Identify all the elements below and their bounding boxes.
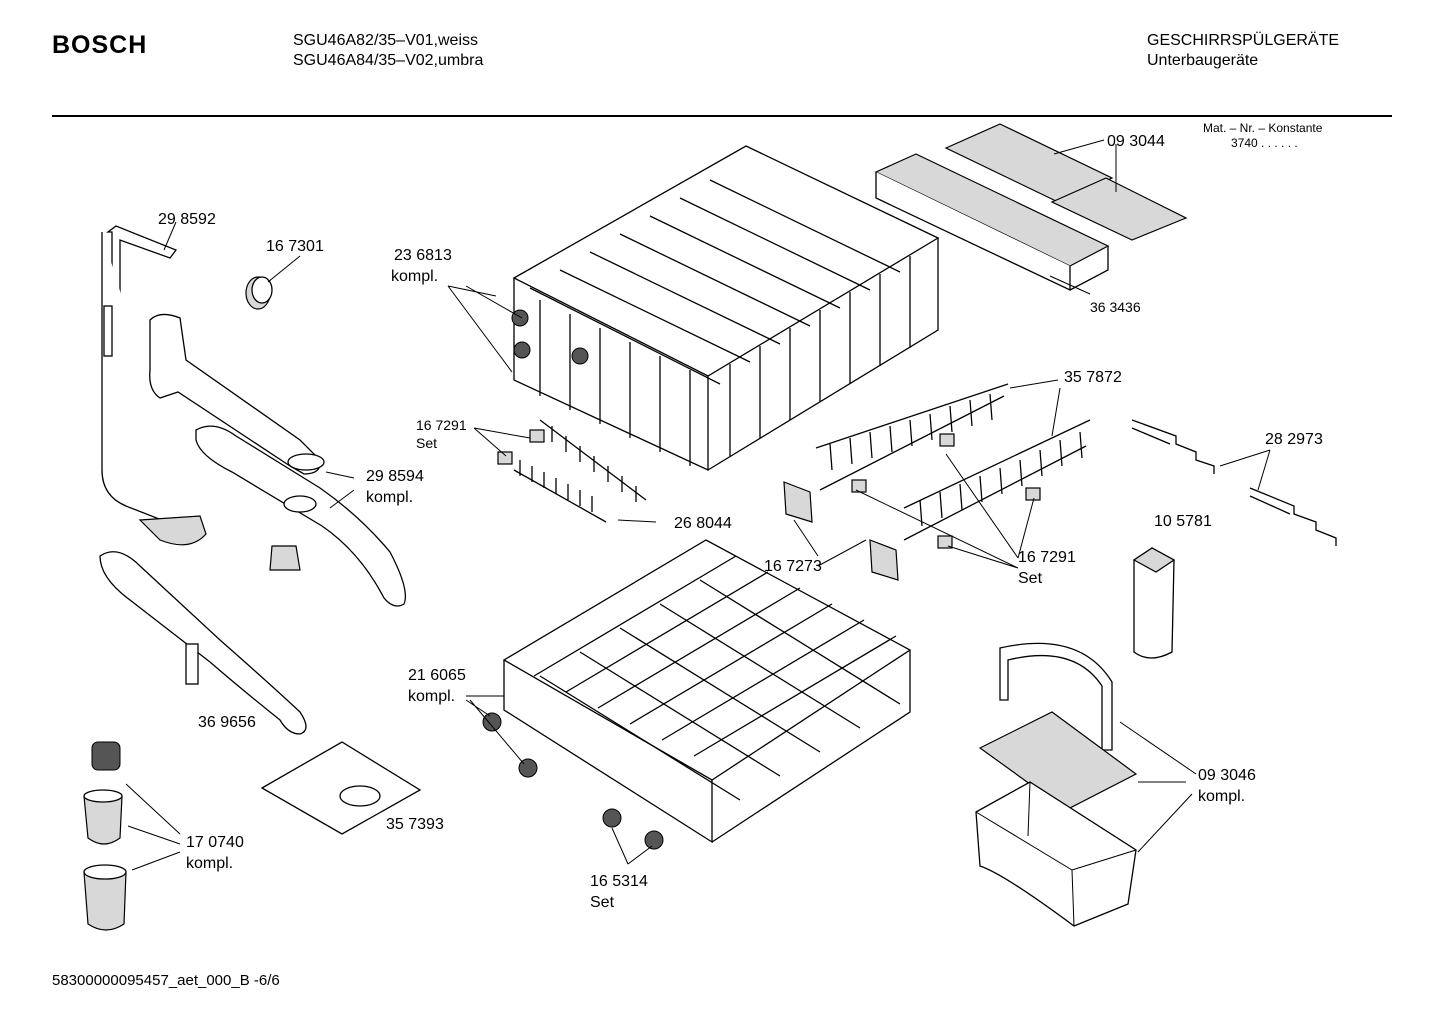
material-number-value: 3740 . . . . . . — [1231, 136, 1298, 150]
label-093046-sub: kompl. — [1198, 788, 1245, 805]
label-170740-sub: kompl. — [186, 855, 233, 872]
clips-167291-a — [497, 429, 545, 465]
model-line-1: SGU46A82/35–V01,weiss — [293, 32, 478, 49]
label-167291-b: 16 7291 — [1018, 549, 1076, 566]
wheels-165314 — [482, 712, 664, 850]
model-line-2: SGU46A84/35–V02,umbra — [293, 52, 484, 69]
label-298594: 29 8594 — [366, 468, 424, 485]
upper-spray-arm-bracket — [149, 313, 325, 475]
label-167291-b-sub: Set — [1018, 570, 1043, 587]
label-093046: 09 3046 — [1198, 767, 1256, 784]
category-line-2: Unterbaugeräte — [1147, 52, 1259, 69]
filter-set-170740 — [83, 741, 127, 931]
cutlery-basket-093046 — [975, 642, 1138, 927]
filter-cover-357393 — [260, 741, 422, 835]
tine-row-357872 — [815, 383, 1091, 541]
part-labels: 29 8592 16 7301 23 6813 kompl. 09 3044 3… — [158, 133, 1323, 911]
category-line-1: GESCHIRRSPÜLGERÄTE — [1147, 32, 1340, 49]
upper-basket-236813 — [511, 145, 940, 472]
category-block: GESCHIRRSPÜLGERÄTE Unterbaugeräte — [1147, 31, 1339, 71]
label-167291-a-sub: Set — [416, 435, 437, 451]
upper-spray-arm-298594 — [195, 425, 407, 607]
label-167301: 16 7301 — [266, 238, 324, 255]
label-357393: 35 7393 — [386, 816, 444, 833]
material-number-block: Mat. – Nr. – Konstante 3740 . . . . . . — [1203, 121, 1322, 151]
label-170740: 17 0740 — [186, 834, 244, 851]
label-167273: 16 7273 — [764, 558, 822, 575]
label-282973: 28 2973 — [1265, 431, 1323, 448]
material-number-label: Mat. – Nr. – Konstante — [1203, 121, 1323, 135]
document-id: 58300000095457_aet_000_B -6/6 — [52, 972, 280, 989]
valve-cap-167301 — [245, 276, 273, 310]
cutlery-cup-105781 — [1132, 547, 1176, 659]
label-363436: 36 3436 — [1090, 299, 1141, 315]
label-105781: 10 5781 — [1154, 513, 1212, 530]
label-093044: 09 3044 — [1107, 133, 1165, 150]
spray-pipe-298592 — [101, 225, 207, 546]
leader-lines — [125, 139, 1271, 871]
cutlery-tray-363436 — [874, 153, 1110, 292]
label-167291-a: 16 7291 — [416, 417, 467, 433]
tray-inserts-093044 — [944, 123, 1188, 241]
label-216065: 21 6065 — [408, 667, 466, 684]
lower-basket-216065 — [502, 539, 912, 844]
label-165314: 16 5314 — [590, 873, 648, 890]
label-369656: 36 9656 — [198, 714, 256, 731]
label-216065-sub: kompl. — [408, 688, 455, 705]
label-298594-sub: kompl. — [366, 489, 413, 506]
holders-167273 — [783, 481, 899, 581]
tine-row-268044 — [513, 419, 647, 523]
label-268044: 26 8044 — [674, 515, 732, 532]
label-236813: 23 6813 — [394, 247, 452, 264]
label-357872: 35 7872 — [1064, 369, 1122, 386]
model-list: SGU46A82/35–V01,weiss SGU46A84/35–V02,um… — [293, 31, 483, 71]
brand-logo: BOSCH — [52, 31, 148, 59]
lower-spray-arm-369656 — [99, 551, 307, 735]
racks-282973 — [1131, 419, 1337, 546]
label-236813-sub: kompl. — [391, 268, 438, 285]
clips-167291-b — [851, 433, 1041, 549]
header-rule — [52, 115, 1392, 117]
label-165314-sub: Set — [590, 894, 615, 911]
label-298592: 29 8592 — [158, 211, 216, 228]
